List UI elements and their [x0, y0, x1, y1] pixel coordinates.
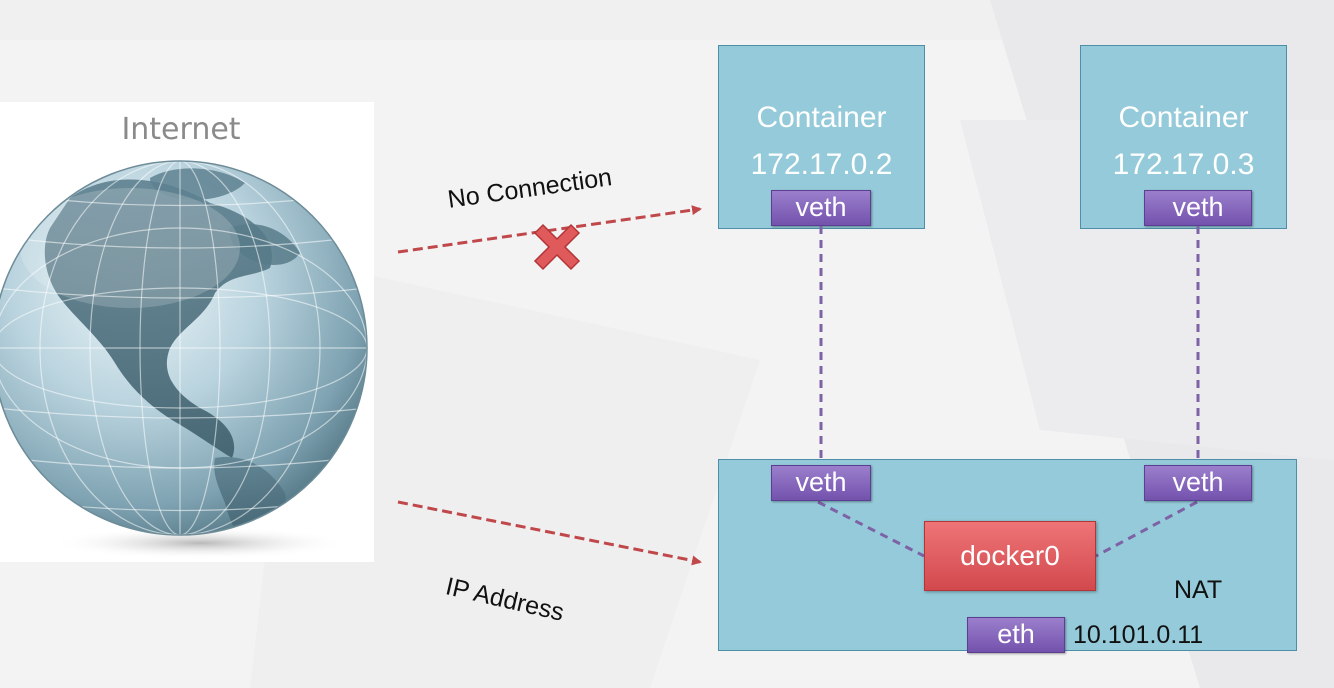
globe-icon	[0, 160, 368, 558]
container-title-2: Container	[1118, 101, 1249, 134]
container-veth-1: veth	[771, 190, 871, 226]
host-veth-left: veth	[771, 465, 871, 501]
host-eth: eth	[967, 617, 1065, 653]
nat-label: NAT	[1174, 576, 1223, 604]
docker0-bridge: docker0	[924, 521, 1096, 591]
container-ip-2: 172.17.0.3	[1112, 148, 1255, 181]
host-eth-ip: 10.101.0.11	[1073, 621, 1204, 649]
host-veth-right: veth	[1144, 465, 1252, 501]
container-veth-2: veth	[1144, 190, 1252, 226]
container-ip-1: 172.17.0.2	[750, 148, 893, 181]
container-title-1: Container	[756, 101, 887, 134]
internet-label: Internet	[121, 112, 241, 147]
